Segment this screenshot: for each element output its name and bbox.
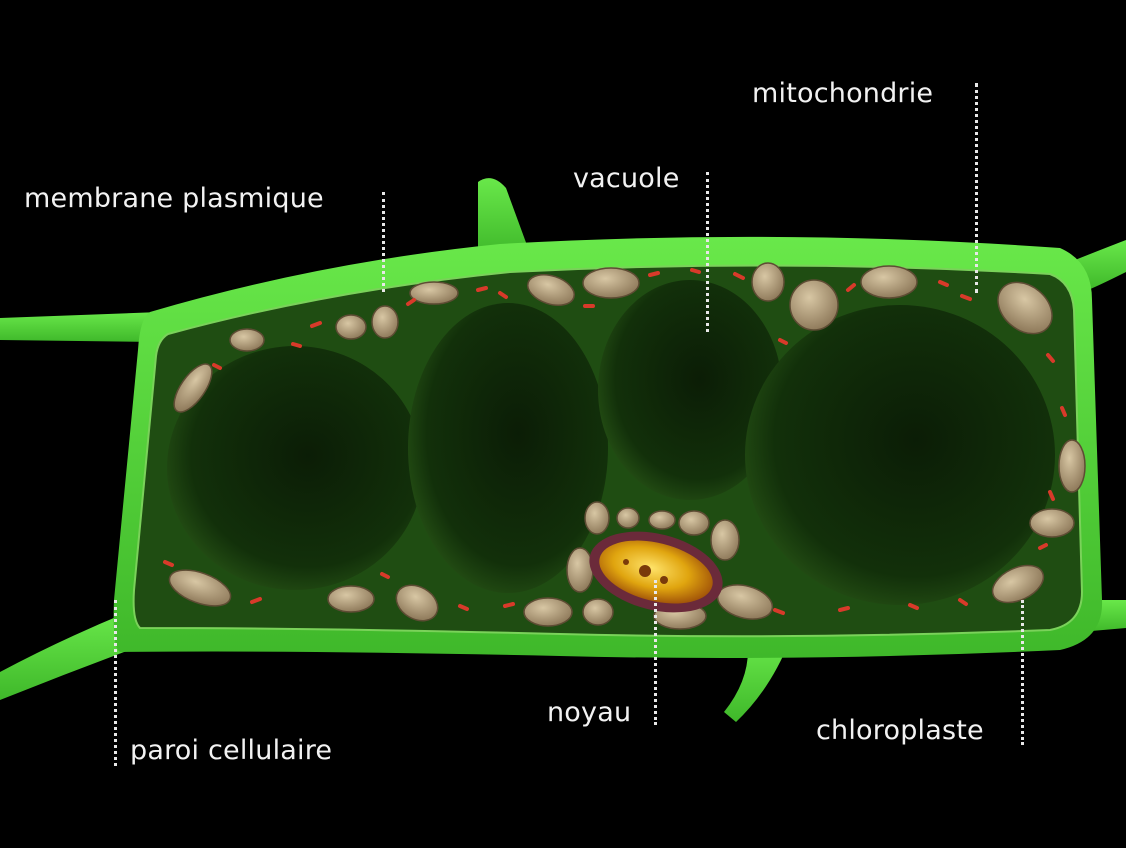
label-vacuole: vacuole [573,163,680,194]
leader-chloroplaste [1021,600,1024,745]
vacuole-4 [745,305,1055,605]
label-membrane-plasmique: membrane plasmique [24,183,324,214]
leader-membrane-plasmique [382,192,385,292]
label-paroi-cellulaire: paroi cellulaire [130,735,332,766]
label-chloroplaste: chloroplaste [816,715,984,746]
label-noyau: noyau [547,697,631,728]
leader-noyau [654,580,657,725]
leader-paroi-cellulaire [114,600,117,766]
leader-mitochondrie [975,83,978,293]
leader-vacuole [706,172,709,332]
label-mitochondrie: mitochondrie [752,78,933,109]
